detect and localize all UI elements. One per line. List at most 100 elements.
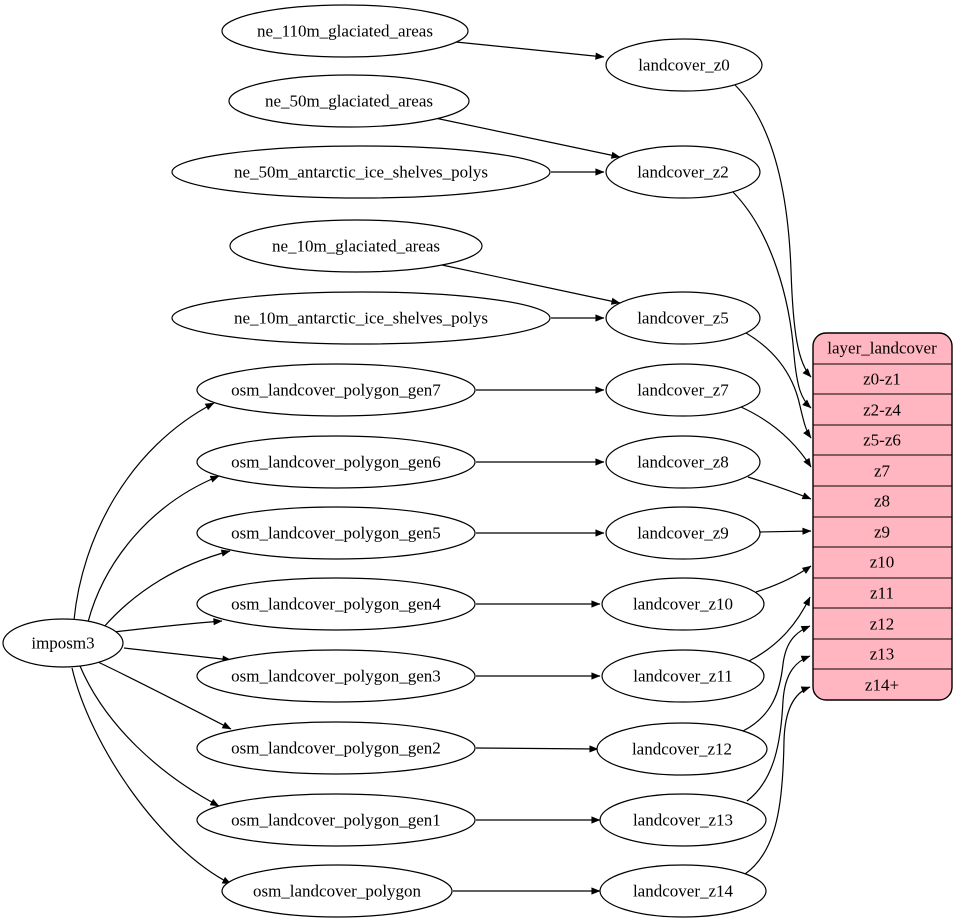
node-label: ne_10m_glaciated_areas <box>272 237 440 256</box>
edge-z0-to-row-z0-z1 <box>734 84 812 378</box>
node-shape <box>171 291 551 345</box>
node-label: landcover_z13 <box>633 811 733 830</box>
table-row-z14plus: z14+ <box>865 676 899 695</box>
table-layer_landcover: layer_landcover z0-z1 z2-z4 z5-z6 z7 z8 … <box>812 332 953 701</box>
edge-z12-to-row-z12 <box>742 625 811 732</box>
node-shape <box>605 291 761 345</box>
node-label: landcover_z14 <box>633 882 734 901</box>
node-shape <box>596 722 768 776</box>
node-landcover_z10: landcover_z10 <box>601 577 765 631</box>
node-shape <box>196 793 476 847</box>
edge-imposm3-to-gen1 <box>79 665 220 807</box>
node-osm_landcover_polygon_gen3: osm_landcover_polygon_gen3 <box>196 649 476 703</box>
node-label: imposm3 <box>31 634 94 653</box>
node-shape <box>221 864 453 918</box>
node-label: osm_landcover_polygon_gen4 <box>231 595 441 614</box>
node-osm_landcover_polygon_gen4: osm_landcover_polygon_gen4 <box>196 577 476 631</box>
node-landcover_z13: landcover_z13 <box>599 793 767 847</box>
node-landcover_z7: landcover_z7 <box>605 363 761 417</box>
node-label: ne_50m_glaciated_areas <box>265 92 433 111</box>
node-label: landcover_z8 <box>637 453 729 472</box>
edge-ne_50m_glaciated-to-z2 <box>434 117 621 159</box>
node-label: osm_landcover_polygon_gen2 <box>231 739 441 758</box>
node-landcover_z11: landcover_z11 <box>601 649 765 703</box>
edge-imposm3-to-gen7 <box>73 402 215 621</box>
node-osm_landcover_polygon_gen5: osm_landcover_polygon_gen5 <box>196 506 476 560</box>
node-shape <box>605 363 761 417</box>
node-shape <box>2 618 124 668</box>
table-row-z7: z7 <box>874 462 891 481</box>
edge-z5-to-row-z5-z6 <box>745 332 812 439</box>
edge-z13-to-row-z13 <box>746 655 811 802</box>
edge-imposm3-to-gen6 <box>87 475 220 623</box>
node-shape <box>599 864 767 918</box>
node-ne_50m_glaciated_areas: ne_50m_glaciated_areas <box>228 74 470 128</box>
node-shape <box>601 577 765 631</box>
edge-ne_110m-to-z0 <box>455 41 605 60</box>
node-label: osm_landcover_polygon_gen1 <box>231 811 441 830</box>
node-shape <box>196 363 476 417</box>
node-label: osm_landcover_polygon_gen3 <box>231 667 441 686</box>
edge-z7-to-row-z7 <box>740 406 812 468</box>
node-shape <box>196 435 476 489</box>
node-label: osm_landcover_polygon_gen5 <box>231 524 441 543</box>
edge-ne_10m_glaciated-to-z5 <box>441 264 621 305</box>
node-shape <box>605 145 761 199</box>
node-osm_landcover_polygon_gen6: osm_landcover_polygon_gen6 <box>196 435 476 489</box>
node-label: landcover_z2 <box>637 163 729 182</box>
node-label: landcover_z0 <box>638 56 730 75</box>
node-shape <box>601 649 765 703</box>
table-row-z8: z8 <box>874 492 890 511</box>
node-shape <box>228 74 470 128</box>
node-label: landcover_z5 <box>637 309 729 328</box>
node-ne_10m_antarctic_ice_shelves_polys: ne_10m_antarctic_ice_shelves_polys <box>171 291 551 345</box>
edge-z11-to-row-z11 <box>748 596 811 662</box>
node-osm_landcover_polygon_gen1: osm_landcover_polygon_gen1 <box>196 793 476 847</box>
node-label: landcover_z11 <box>633 667 732 686</box>
node-label: osm_landcover_polygon <box>253 882 422 901</box>
edge-z14-to-row-z14plus <box>744 686 811 875</box>
table-row-z10: z10 <box>870 553 895 572</box>
edge-imposm3-to-gen5 <box>102 549 231 629</box>
node-shape <box>196 649 476 703</box>
node-ne_10m_glaciated_areas: ne_10m_glaciated_areas <box>229 219 483 273</box>
node-landcover_z5: landcover_z5 <box>605 291 761 345</box>
node-shape <box>229 219 483 273</box>
edge-z8-to-row-z8 <box>747 476 812 500</box>
node-shape <box>605 38 763 92</box>
node-shape <box>599 793 767 847</box>
node-label: osm_landcover_polygon_gen7 <box>231 381 441 400</box>
node-shape <box>221 4 469 58</box>
node-osm_landcover_polygon: osm_landcover_polygon <box>221 864 453 918</box>
edge-imposm3-to-gen4 <box>113 618 223 633</box>
node-ne_110m_glaciated_areas: ne_110m_glaciated_areas <box>221 4 469 58</box>
edge-imposm3-to-gen2 <box>97 661 232 730</box>
table-row-z2-z4: z2-z4 <box>863 401 901 420</box>
table-row-z11: z11 <box>870 584 894 603</box>
node-label: landcover_z9 <box>637 524 729 543</box>
node-label: osm_landcover_polygon_gen6 <box>231 453 441 472</box>
edge-z2-to-row-z2-z4 <box>732 191 812 409</box>
table-row-z9: z9 <box>874 523 890 542</box>
table-title: layer_landcover <box>827 339 937 358</box>
node-landcover_z9: landcover_z9 <box>605 506 761 560</box>
edge-imposm3-to-osm_landcover_polygon <box>71 667 232 885</box>
node-shape <box>196 577 476 631</box>
table-row-z0-z1: z0-z1 <box>863 370 901 389</box>
node-landcover_z8: landcover_z8 <box>605 435 761 489</box>
node-landcover_z2: landcover_z2 <box>605 145 761 199</box>
table-row-z12: z12 <box>870 615 895 634</box>
node-label: ne_110m_glaciated_areas <box>257 22 433 41</box>
edge-gen2-to-z12 <box>475 745 599 753</box>
table-row-z13: z13 <box>870 645 895 664</box>
node-ne_50m_antarctic_ice_shelves_polys: ne_50m_antarctic_ice_shelves_polys <box>171 145 551 199</box>
edge-imposm3-to-gen3 <box>123 647 232 663</box>
node-label: ne_10m_antarctic_ice_shelves_polys <box>234 309 488 328</box>
node-landcover_z14: landcover_z14 <box>599 864 767 918</box>
node-shape <box>605 506 761 560</box>
node-label: ne_50m_antarctic_ice_shelves_polys <box>234 163 488 182</box>
edge-z9-to-row-z9 <box>759 527 812 535</box>
node-shape <box>196 721 476 775</box>
node-osm_landcover_polygon_gen7: osm_landcover_polygon_gen7 <box>196 363 476 417</box>
